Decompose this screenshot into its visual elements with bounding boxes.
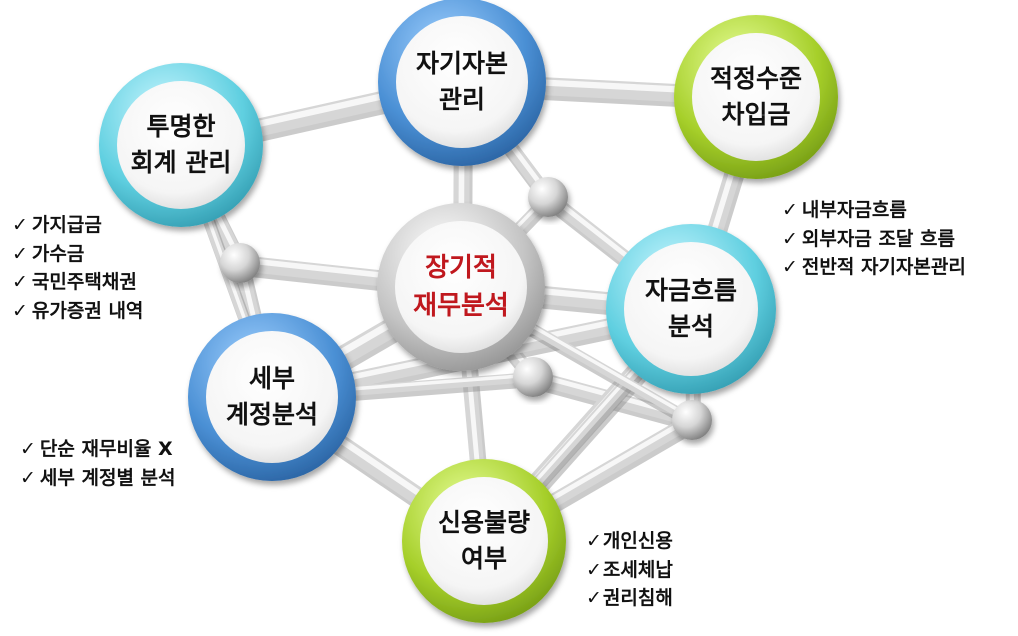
check-icon: ✓ (20, 438, 36, 460)
node-transparent-accounting (99, 63, 263, 227)
list-item: ✓조세체납 (586, 556, 673, 585)
label-line: 차입금 (721, 100, 791, 129)
list-item: ✓외부자금 조달 흐름 (782, 225, 966, 254)
check-icon: ✓ (586, 558, 602, 581)
label-line: 계정분석 (225, 400, 319, 429)
list-item: ✓가지급금 (12, 211, 143, 240)
list-item: ✓내부자금흐름 (782, 196, 966, 225)
node-appropriate-borrowing (674, 15, 838, 179)
check-icon: ✓ (20, 466, 36, 489)
label-equity-management: 자기자본 관리 (416, 46, 508, 118)
label-line: 재무분석 (413, 291, 509, 321)
joint-ball (672, 400, 712, 440)
list-item: ✓국민주택채권 (12, 268, 143, 297)
list-item: ✓전반적 자기자본관리 (782, 253, 966, 282)
nodes (99, 0, 838, 623)
label-line: 관리 (438, 85, 486, 114)
label-line: 자금흐름 (644, 276, 738, 305)
check-icon: ✓ (782, 227, 798, 250)
check-icon: ✓ (12, 299, 28, 322)
list-item: ✓개인신용 (586, 527, 673, 556)
check-icon: ✓ (586, 587, 602, 609)
label-line: 분석 (667, 312, 715, 341)
label-line: 자기자본 (415, 49, 509, 78)
node-credit-default (402, 459, 566, 623)
check-icon: ✓ (586, 530, 602, 552)
joint-ball (528, 177, 568, 217)
node-cashflow-analysis (606, 224, 776, 394)
check-icon: ✓ (782, 199, 798, 221)
label-line: 적정수준 (709, 64, 803, 93)
checklist-cashflow: ✓내부자금흐름 ✓외부자금 조달 흐름 ✓전반적 자기자본관리 (782, 196, 966, 282)
list-item: ✓권리침해 (586, 584, 673, 613)
label-line: 신용불량 (437, 508, 531, 537)
check-icon: ✓ (782, 256, 798, 278)
list-item: ✓가수금 (12, 240, 143, 269)
checklist-account-analysis: ✓단순 재무비율 X ✓세부 계정별 분석 (20, 435, 176, 492)
checklist-credit: ✓개인신용 ✓조세체납 ✓권리침해 (586, 527, 673, 613)
label-line: 장기적 (425, 253, 497, 283)
node-detailed-account-analysis (188, 313, 356, 481)
label-line: 투명한 (146, 112, 216, 141)
list-item: ✓유가증권 내역 (12, 297, 143, 326)
label-line: 회계 관리 (130, 148, 232, 177)
joint-ball (513, 357, 553, 397)
label-line: 세부 (248, 364, 296, 393)
node-long-term-financial-analysis (377, 203, 545, 371)
label-transparent-accounting: 투명한 회계 관리 (131, 109, 232, 181)
label-appropriate-borrowing: 적정수준 차입금 (710, 61, 802, 133)
list-item: ✓세부 계정별 분석 (20, 464, 176, 493)
label-credit-default: 신용불량 여부 (438, 505, 530, 577)
check-icon: ✓ (12, 271, 28, 293)
label-detailed-account-analysis: 세부 계정분석 (226, 361, 318, 433)
label-line: 여부 (460, 544, 508, 573)
label-cashflow-analysis: 자금흐름 분석 (645, 273, 737, 345)
check-icon: ✓ (12, 214, 28, 236)
joint-ball (220, 243, 260, 283)
check-icon: ✓ (12, 242, 28, 265)
label-long-term-financial-analysis: 장기적 재무분석 (413, 249, 509, 325)
list-item: ✓단순 재무비율 X (20, 435, 176, 464)
node-equity-management (378, 0, 546, 166)
checklist-accounting-items: ✓가지급금 ✓가수금 ✓국민주택채권 ✓유가증권 내역 (12, 211, 143, 325)
